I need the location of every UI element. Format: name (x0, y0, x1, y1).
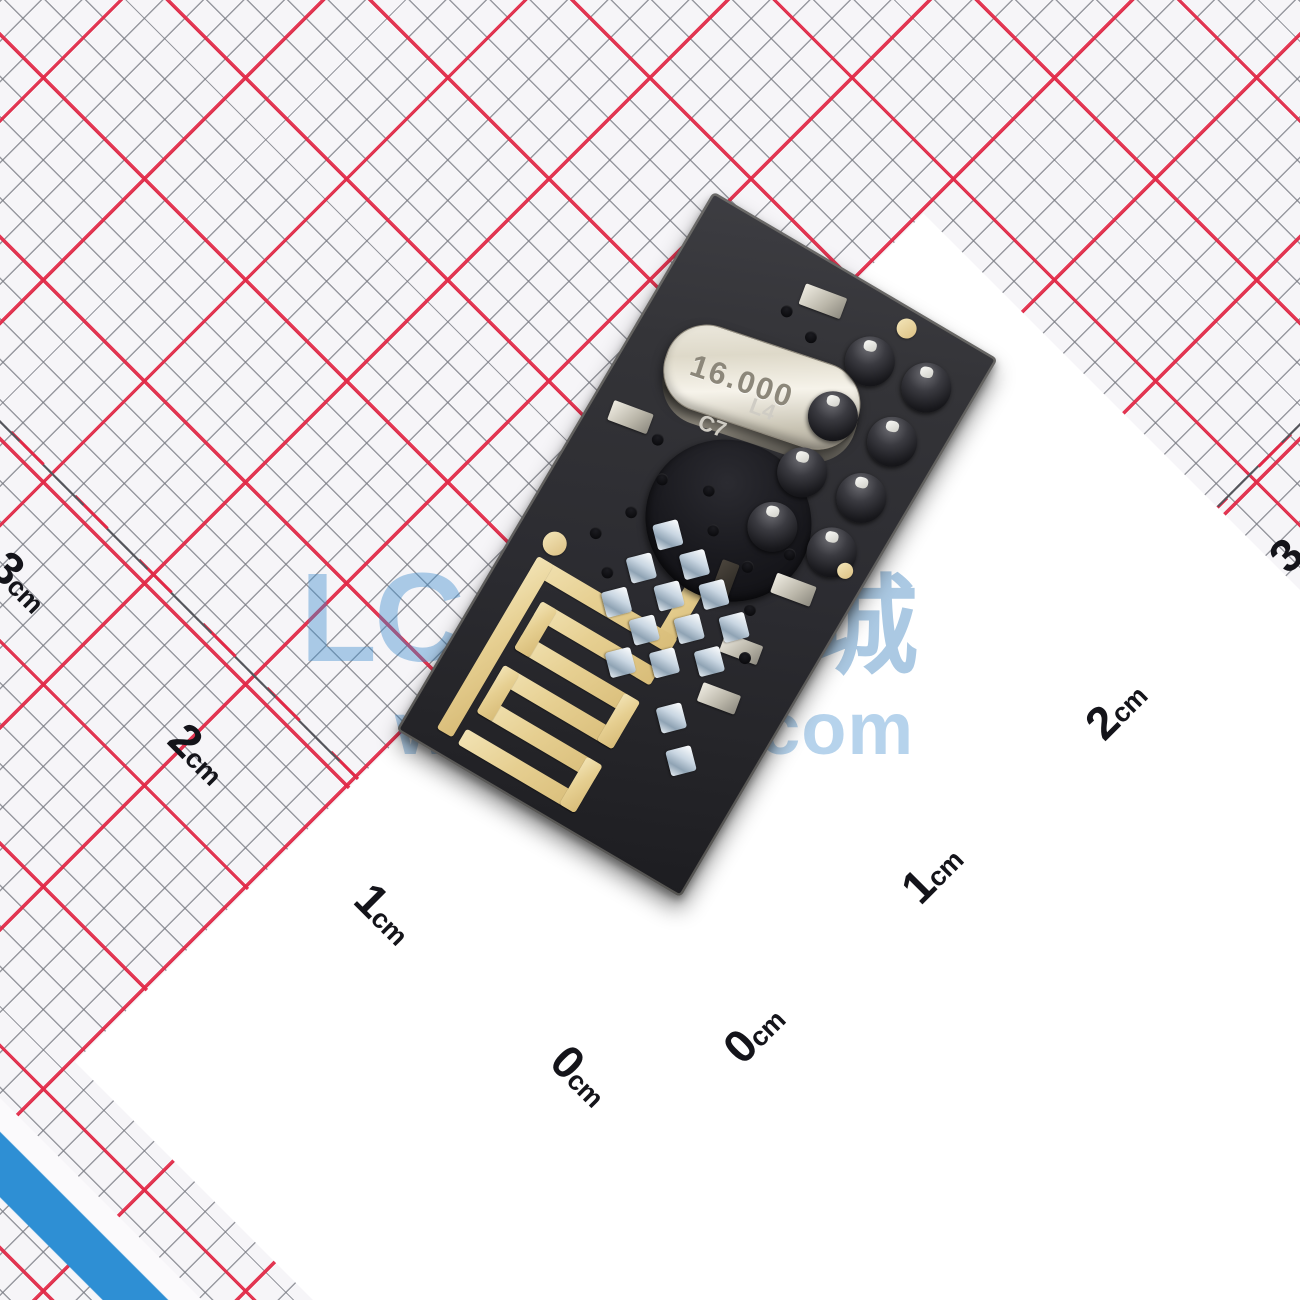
solder-joint-9 (718, 611, 750, 644)
solder-joint-13 (655, 702, 688, 734)
solder-joint-14 (665, 744, 697, 777)
smd-capacitor-3 (696, 682, 742, 715)
crystal-label: 16.000 (685, 347, 799, 415)
via-12 (802, 328, 820, 346)
pcb-module: 16.000 (382, 137, 1162, 952)
solder-joint-11 (648, 647, 681, 679)
via-13 (778, 303, 795, 320)
via-1 (649, 431, 667, 448)
solder-pad-4 (857, 407, 927, 477)
antenna-ground-pad (538, 527, 572, 561)
via-6 (599, 564, 616, 581)
smd-capacitor-1 (607, 399, 654, 435)
pcb-board: 16.000 (396, 191, 998, 898)
smd-resistor-2 (770, 572, 817, 607)
solder-joint-3 (625, 552, 658, 584)
solder-pad-6 (827, 463, 896, 533)
smd-resistor-1 (798, 283, 848, 320)
corner-pad-top (892, 314, 921, 343)
solder-pad-2 (892, 353, 961, 422)
via-4 (623, 503, 640, 521)
via-5 (587, 524, 605, 542)
solder-joint-8 (673, 612, 706, 645)
